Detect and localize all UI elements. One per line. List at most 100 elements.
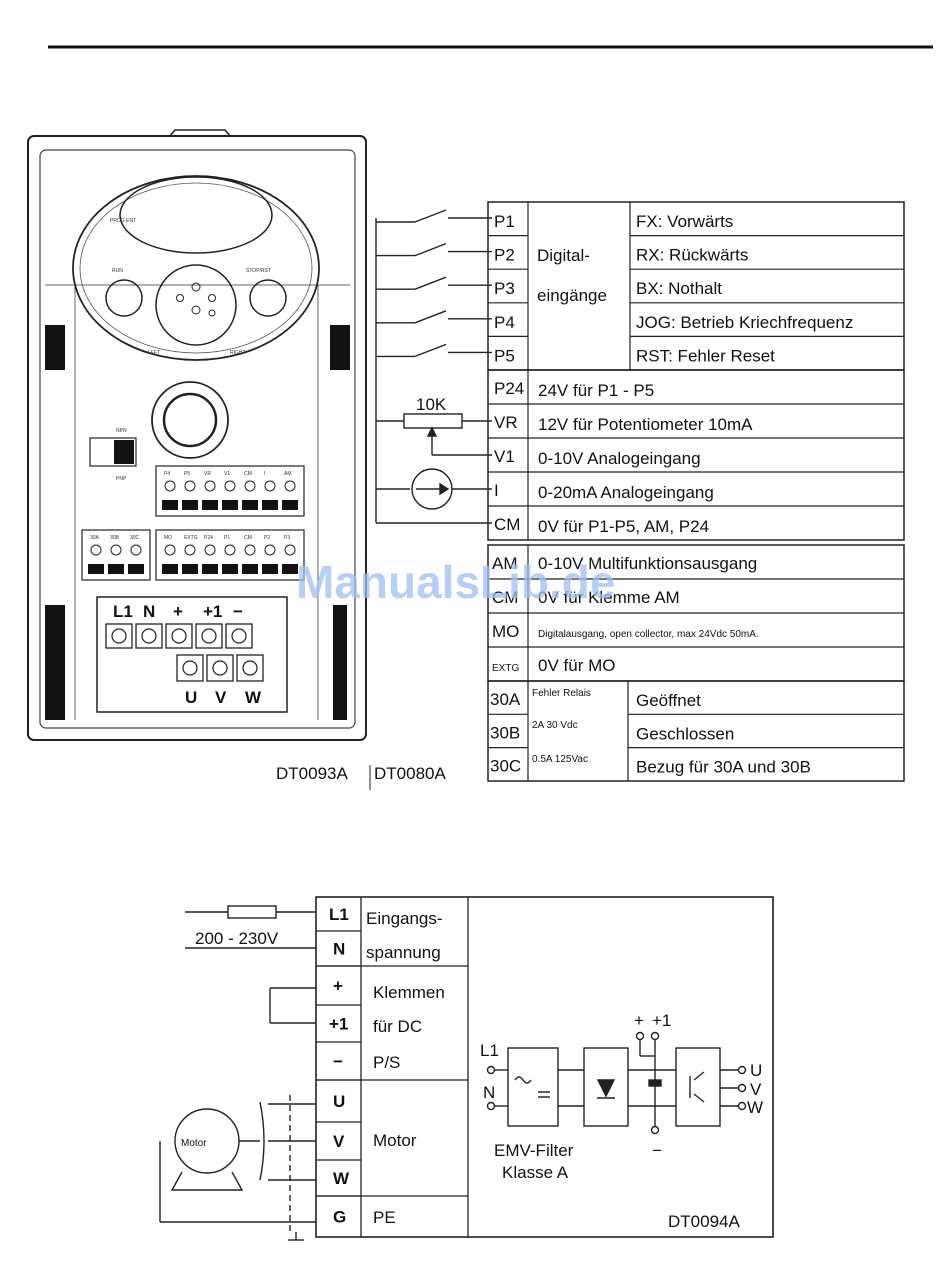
function-p1: FX: Vorwärts (636, 212, 733, 231)
power-screw[interactable] (171, 628, 187, 644)
terminal-clamp (128, 564, 144, 574)
terminal-clamp (262, 564, 278, 574)
power-screw[interactable] (111, 628, 127, 644)
terminal-clamp (282, 500, 298, 510)
power-label-0: L1 (113, 602, 133, 621)
screw-terminal[interactable] (204, 480, 216, 492)
power-screw[interactable] (231, 628, 247, 644)
power-row-terminal-8: G (333, 1208, 346, 1227)
display-window (119, 176, 273, 254)
screw-terminal[interactable] (244, 544, 256, 556)
right-label: RIGHT (230, 350, 246, 356)
terminal-clamp (242, 564, 258, 574)
screw-terminal[interactable] (90, 544, 102, 556)
motor-terminal-label-1: V (215, 688, 227, 707)
input-switch-wiring (375, 209, 492, 524)
figure-id-bottom: DT0094A (668, 1212, 740, 1231)
group-input-1: Eingangs- (366, 909, 443, 928)
circuit-in-n: N (483, 1083, 495, 1102)
frequency-knob[interactable] (151, 381, 229, 459)
screw-terminal[interactable] (110, 544, 122, 556)
function-p5: RST: Fehler Reset (636, 346, 775, 365)
figure-id-right: DT0080A (374, 764, 446, 783)
relay-note-3: 0.5A 125Vac (532, 754, 588, 765)
power-screw[interactable] (182, 660, 198, 676)
circuit-in-l1: L1 (480, 1041, 499, 1060)
screw-terminal[interactable] (264, 544, 276, 556)
function-p2: RX: Rückwärts (636, 246, 748, 265)
group-dc-1: Klemmen (373, 983, 445, 1002)
power-screw[interactable] (242, 660, 258, 676)
strip-label-4: CM (244, 471, 252, 477)
figure-id-left: DT0093A (276, 764, 348, 783)
screw-terminal[interactable] (244, 480, 256, 492)
screw-terminal[interactable] (284, 480, 296, 492)
power-row-terminal-4: − (333, 1052, 343, 1071)
navigation-dial[interactable] (155, 264, 237, 346)
potentiometer-symbol (403, 413, 463, 429)
strip-label-1: EXTG (184, 535, 198, 541)
strip-label-6: AM (284, 471, 292, 477)
terminal-clamp (262, 500, 278, 510)
prog-key-label: PROG ENT (110, 218, 136, 224)
relay-note-1: Fehler Relais (532, 688, 591, 699)
screw-terminal[interactable] (284, 544, 296, 556)
screw-terminal[interactable] (164, 544, 176, 556)
circuit-out-v: V (750, 1080, 762, 1099)
terminal-clamp (222, 564, 238, 574)
screw-terminal[interactable] (224, 480, 236, 492)
screw-terminal[interactable] (204, 544, 216, 556)
terminal-clamp (182, 564, 198, 574)
power-row-terminal-2: + (333, 977, 343, 996)
circuit-out-w: W (747, 1098, 763, 1117)
screw-terminal[interactable] (224, 544, 236, 556)
npn-pnp-switch[interactable] (89, 437, 137, 467)
power-screw[interactable] (201, 628, 217, 644)
circuit-dc-plus1: +1 (652, 1011, 671, 1030)
supply-desc-2: 0-10V Analogeingang (538, 449, 701, 468)
terminal-clamp (108, 564, 124, 574)
strip-label-1: 30B (110, 535, 120, 541)
strip-label-3: V1 (224, 471, 230, 477)
strip-label-1: P5 (184, 471, 190, 477)
strip-label-0: MO (164, 535, 172, 541)
relay-terminal-0: 30A (490, 690, 521, 709)
screw-terminal[interactable] (184, 544, 196, 556)
motor-terminal-label-0: U (185, 688, 197, 707)
power-row-terminal-7: W (333, 1169, 350, 1188)
supply-terminal-4: CM (494, 515, 520, 534)
screw-terminal[interactable] (164, 480, 176, 492)
strip-label-0: 30A (90, 535, 100, 541)
relay-terminal-1: 30B (490, 723, 520, 742)
digital-group-label-1: Digital- (537, 246, 590, 265)
terminal-clamp (202, 564, 218, 574)
circuit-out-u: U (750, 1061, 762, 1080)
group-pe: PE (373, 1208, 396, 1227)
output-desc-3: 0V für MO (538, 656, 615, 675)
screw-terminal[interactable] (184, 480, 196, 492)
screw-terminal[interactable] (130, 544, 142, 556)
supply-terminal-0: P24 (494, 379, 524, 398)
power-row-terminal-3: +1 (329, 1015, 348, 1034)
strip-label-0: P4 (164, 471, 170, 477)
power-row-terminal-5: U (333, 1092, 345, 1111)
strip-label-6: P3 (284, 535, 290, 541)
power-screw[interactable] (212, 660, 228, 676)
power-screw[interactable] (141, 628, 157, 644)
screw-terminal[interactable] (264, 480, 276, 492)
power-label-2: + (173, 602, 183, 621)
side-block-left (45, 325, 65, 370)
run-button[interactable] (105, 279, 143, 317)
power-label-1: N (143, 602, 155, 621)
stop-button[interactable] (249, 279, 287, 317)
terminal-clamp (88, 564, 104, 574)
strip-label-3: P1 (224, 535, 230, 541)
output-desc-1: 0V für Klemme AM (538, 588, 680, 607)
npn-label: NPN (116, 428, 127, 434)
function-p3: BX: Nothalt (636, 279, 722, 298)
